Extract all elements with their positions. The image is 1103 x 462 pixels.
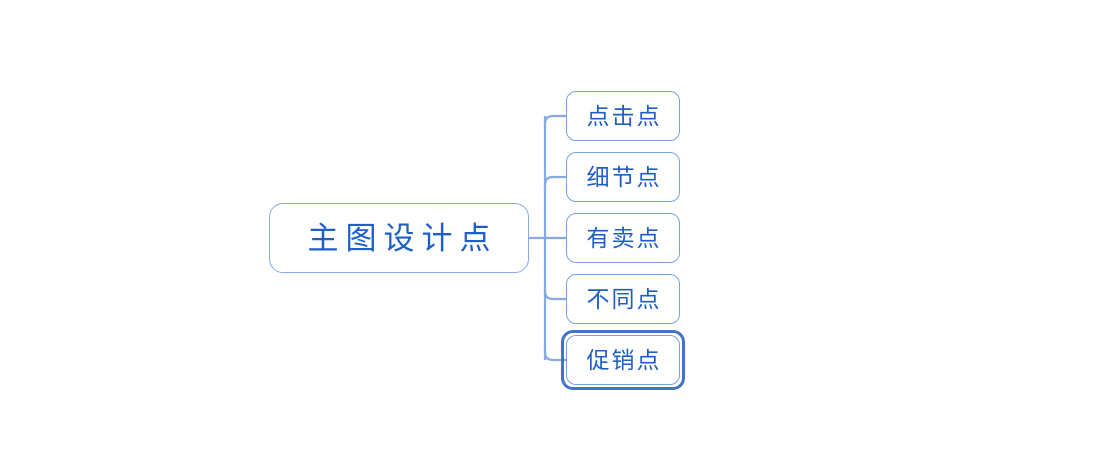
child-node-2[interactable]: 细节点 — [566, 152, 680, 202]
child-node-3[interactable]: 有卖点 — [566, 213, 680, 263]
child-node-5-label: 促销点 — [586, 347, 662, 373]
child-node-4-label: 不同点 — [586, 286, 662, 312]
child-node-3-label: 有卖点 — [586, 225, 662, 251]
root-node[interactable]: 主图设计点 — [269, 203, 529, 273]
selection-highlight — [561, 330, 685, 390]
root-node-label: 主图设计点 — [307, 220, 498, 256]
child-node-1-label: 点击点 — [586, 103, 662, 129]
child-node-5-selected[interactable]: 促销点 — [566, 335, 680, 385]
child-node-4[interactable]: 不同点 — [566, 274, 680, 324]
child-node-1[interactable]: 点击点 — [566, 91, 680, 141]
child-node-2-label: 细节点 — [586, 164, 662, 190]
